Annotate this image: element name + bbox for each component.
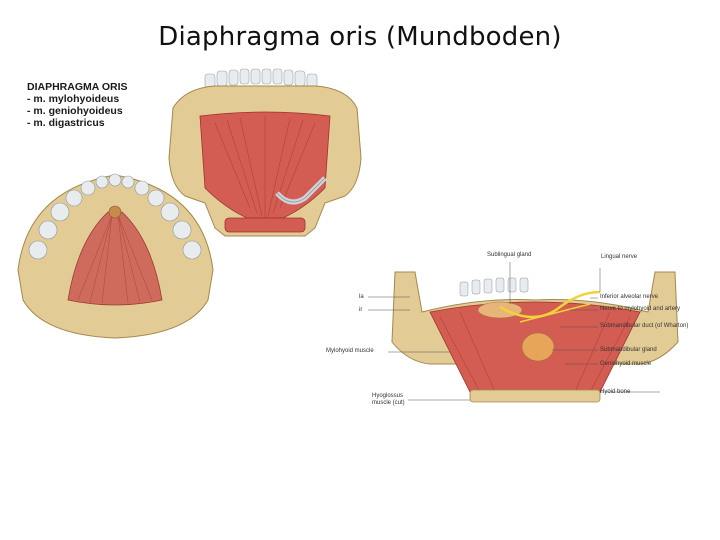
submandibular-gland [522,333,554,361]
label-mylohyoid-muscle: Mylohyoid muscle [326,348,374,355]
label-left-edge-2: ir [359,307,362,314]
caption-item-mylohyoideus: - m. mylohyoideus [27,93,128,105]
upper-teeth [205,69,317,88]
genial-tubercle [109,206,121,218]
label-hyoid-bone: Hyoid bone [600,389,630,396]
label-lingual-nerve: Lingual nerve [601,254,637,261]
caption-heading: DIAPHRAGMA ORIS [27,81,128,93]
hyoid-bone [225,218,305,232]
posterior-teeth [460,278,528,296]
caption-item-digastricus: - m. digastricus [27,117,128,129]
figure-caption: DIAPHRAGMA ORIS - m. mylohyoideus - m. g… [27,81,128,129]
sublingual-gland [478,302,522,318]
label-nerve-to-mylohyoid: Nerve to mylohyoid and artery [600,306,680,313]
label-submandibular-duct: Submandibular duct (of Wharton) [600,323,688,330]
label-submandibular-gland: Submandibular gland [600,347,657,354]
label-left-edge-1: la [359,294,364,301]
label-sublingual-gland: Sublingual gland [487,252,531,259]
hyoid-bone-posterior [470,390,600,402]
slide-title: Diaphragma oris (Mundboden) [0,22,720,52]
label-hyoglossus-muscle: Hyoglossus muscle (cut) [372,393,416,407]
label-geniohyoid-muscle: Geniohyoid muscle [600,361,651,368]
caption-item-geniohyoideus: - m. geniohyoideus [27,105,128,117]
mandible-superior-view-illustration [8,150,223,340]
label-inferior-alveolar-nerve: Inferior alveolar nerve [600,294,658,301]
